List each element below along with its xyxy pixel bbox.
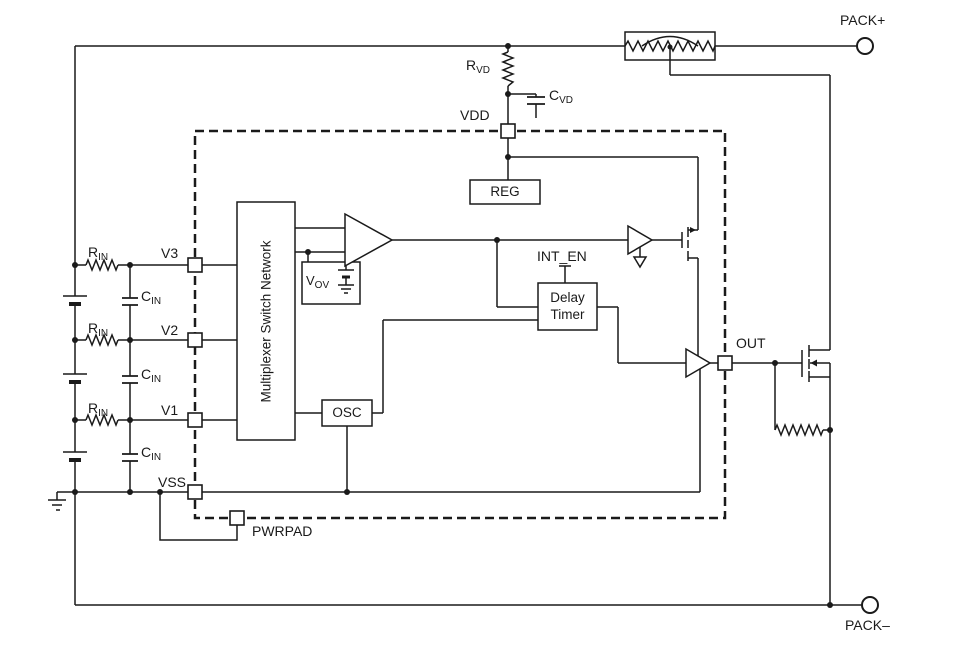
rvd-resistor-symbol	[500, 51, 516, 87]
cvd-capacitor-plates	[527, 96, 545, 105]
v2-pin-label: V2	[161, 322, 179, 338]
reg-box	[469, 179, 541, 205]
mux-block-label: Multiplexer Switch Network	[258, 239, 274, 403]
vss-pin-label: VSS	[158, 474, 187, 490]
output-driver-buffer	[685, 347, 712, 379]
osc-block-label: OSC	[332, 404, 362, 420]
delay-timer-block-label: Delay Timer	[550, 289, 585, 322]
ic-boundary	[193, 129, 727, 520]
vss-wires	[202, 369, 701, 493]
delay-output-wire	[597, 306, 686, 364]
cin-label: CIN	[141, 288, 162, 307]
v3-pin-label: V3	[161, 245, 179, 261]
external-fet-symbol	[801, 345, 830, 382]
internal-fet-symbol	[681, 227, 699, 356]
pin-squares	[187, 123, 733, 526]
out-pin	[717, 355, 733, 371]
pack-plus-terminal	[856, 37, 874, 55]
v1-pin	[187, 412, 203, 428]
fuse-symbol	[624, 31, 830, 76]
fuse-tap-wire	[669, 46, 830, 76]
vdd-pin-label: VDD	[460, 107, 490, 123]
battery-cell-long-plates	[63, 295, 87, 453]
down-arrow-icon	[632, 256, 648, 269]
cin-label: CIN	[141, 366, 162, 385]
mux-input-wires	[202, 264, 237, 421]
pack-minus-label: PACK–	[845, 617, 890, 633]
pack-minus-terminal	[861, 596, 879, 614]
mux-box	[236, 201, 296, 441]
v3-pin	[187, 257, 203, 273]
int-en-label: INT_EN	[537, 248, 587, 264]
rin-resistor-symbol	[85, 412, 119, 428]
cin-label: CIN	[141, 444, 162, 463]
vdd-pin	[500, 123, 516, 139]
v2-pin	[187, 332, 203, 348]
out-gate-wires	[732, 362, 831, 431]
pwrpad-wire	[159, 492, 238, 541]
comparator-input-wires	[295, 227, 345, 262]
rin-resistor-symbol	[85, 257, 119, 273]
battery-cell-short-plates	[69, 302, 81, 462]
cin-capacitor-plates	[122, 297, 138, 462]
vov-source-symbol	[338, 266, 354, 294]
vov-label: VOV	[306, 273, 330, 291]
int-en-wire	[559, 265, 571, 283]
internal-fet-arrow-icon	[690, 227, 696, 233]
rin-label: RIN	[88, 244, 109, 263]
fuse-thermal-arc	[641, 35, 699, 47]
rin-resistor-symbol	[85, 332, 119, 348]
vss-pin	[187, 484, 203, 500]
pwrpad-pin	[229, 510, 245, 526]
delay-timer-box	[537, 282, 598, 331]
pack-plus-label: PACK+	[840, 12, 886, 28]
mux-block-label-wrap: Multiplexer Switch Network	[237, 202, 295, 440]
comparator-output-wires	[392, 239, 628, 308]
pwrpad-pin-label: PWRPAD	[252, 523, 313, 539]
reg-block-label: REG	[490, 183, 520, 199]
rvd-label: RVD	[466, 57, 491, 76]
vov-reference-box	[301, 261, 361, 305]
rin-label: RIN	[88, 320, 109, 339]
junction-dots	[72, 43, 833, 608]
ground-icon	[48, 492, 66, 511]
osc-box	[321, 399, 373, 427]
cvd-label: CVD	[549, 87, 574, 106]
out-pin-label: OUT	[736, 335, 766, 351]
v1-pin-label: V1	[161, 402, 179, 418]
gate-resistor-symbol	[774, 422, 824, 438]
cell-tap-wires	[57, 264, 188, 493]
comparator-symbol	[344, 212, 394, 268]
osc-wires	[295, 319, 538, 414]
rin-label: RIN	[88, 400, 109, 419]
fet-body-arrow-icon	[810, 359, 817, 367]
